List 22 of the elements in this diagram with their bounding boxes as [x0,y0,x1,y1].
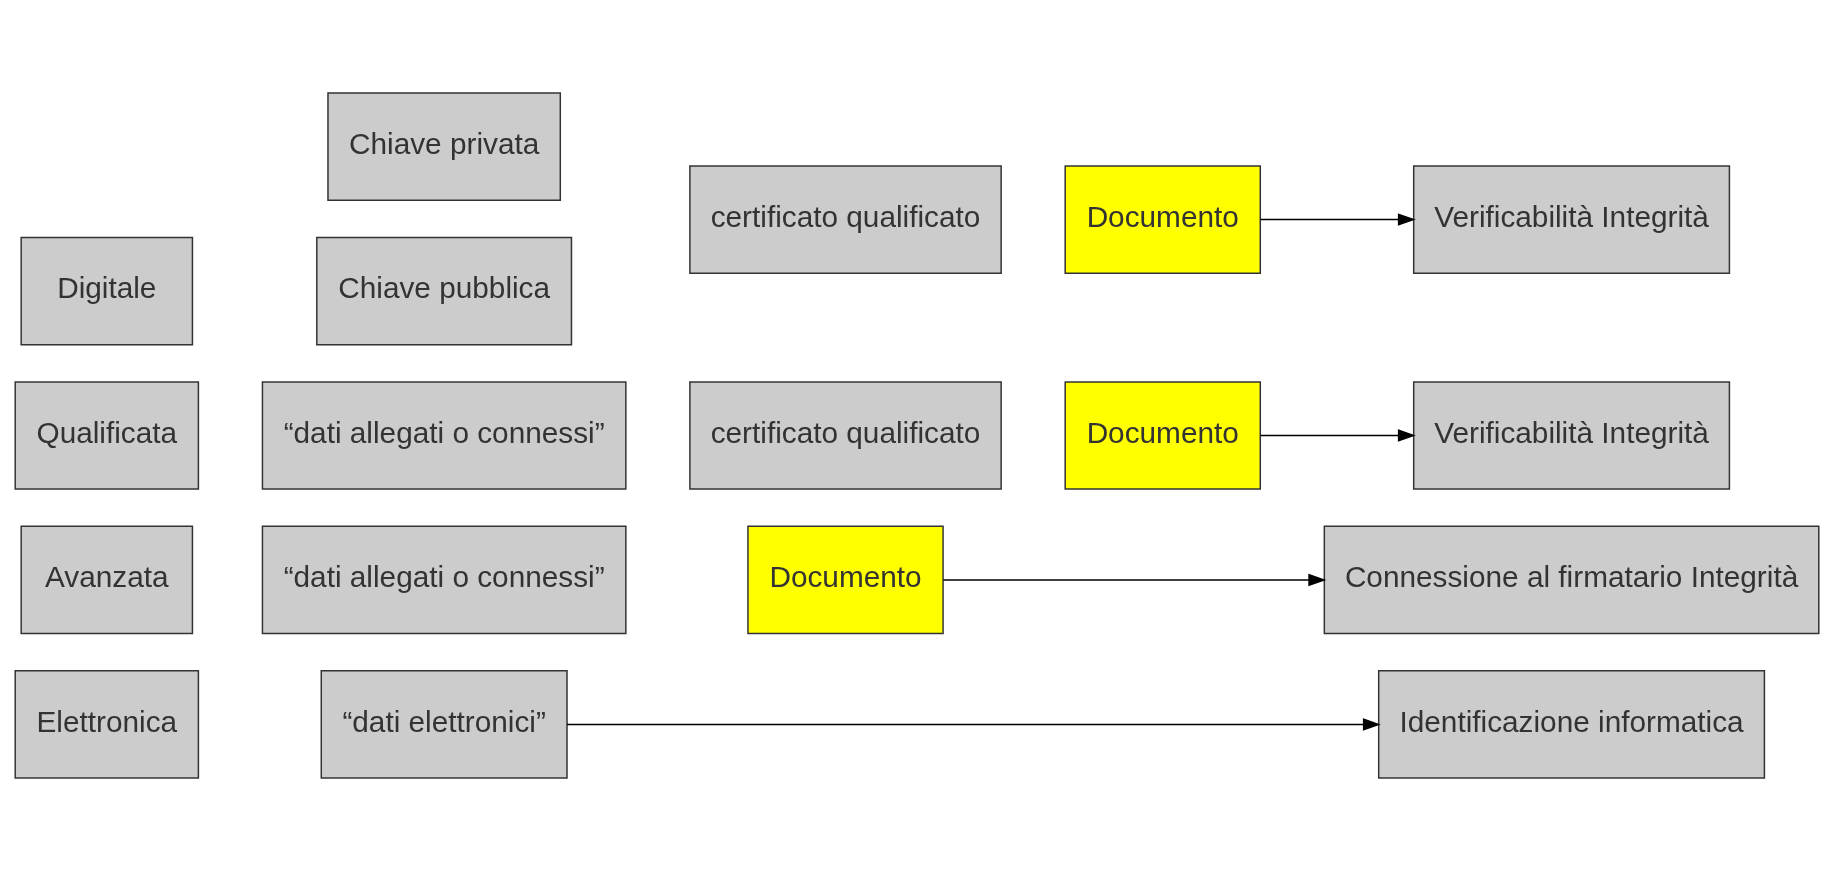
node-box: Documento [1064,164,1262,274]
node-box: Chiave pubblica [316,236,573,345]
node-box: Chiave privata [327,91,562,201]
node-box: “dati allegati o connessi” [261,380,627,490]
node-box: Documento [1064,380,1262,490]
node-box: “dati elettronici” [320,669,568,779]
arrow [1259,428,1416,442]
node-box: Identificazione informatica [1377,669,1766,779]
node-box: certificato qualificato [689,164,1002,274]
node-box: Qualificata [14,380,200,490]
node-box: Digitale [20,236,194,345]
node-box: Verificabilità Integrità [1412,164,1731,274]
arrow [942,573,1327,586]
node-box: Verificabilità Integrità [1412,380,1731,490]
node-box: Connessione al firmatario Integrità [1323,525,1820,634]
node-box: Documento [747,525,944,634]
node-box: “dati allegati o connessi” [261,525,627,634]
arrow [566,717,1381,731]
node-box: Avanzata [20,525,194,634]
arrow [1259,212,1416,226]
node-box: certificato qualificato [689,380,1002,490]
node-box: Elettronica [14,669,200,779]
